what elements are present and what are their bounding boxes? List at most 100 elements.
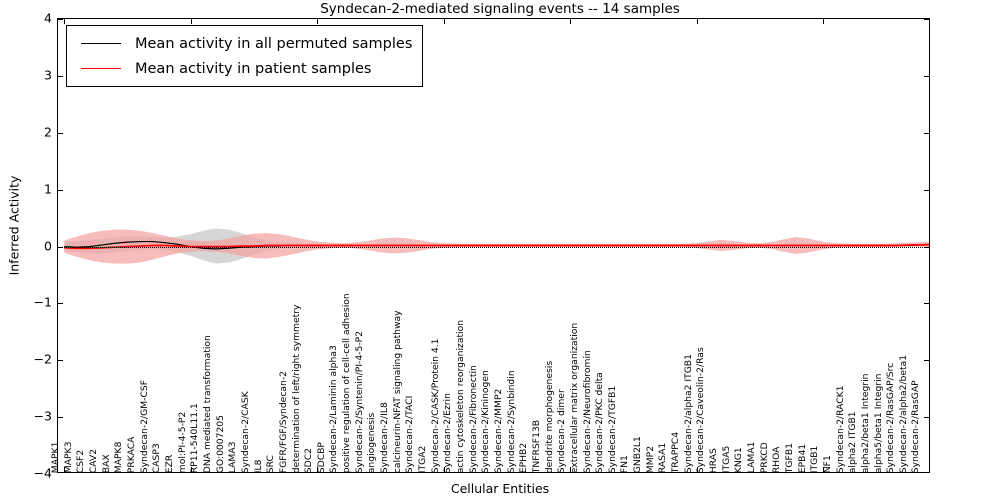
x-tick-label: Syndecan-2/Synbindin [505,370,517,473]
legend-item-permuted: Mean activity in all permuted samples [73,31,412,56]
x-tick-label: determination of left/right symmetry [290,304,302,473]
y-tick-label: 0 [44,238,52,253]
x-tick-mark [190,19,192,24]
x-tick-label: SRC [265,454,276,473]
legend-item-patient: Mean activity in patient samples [73,56,412,81]
x-tick-label: CSF2 [75,449,87,473]
x-tick-label: Syndecan-2/PKC delta [593,371,605,473]
x-tick-mark [696,19,698,24]
y-tick-mark [58,132,63,134]
x-tick-label: FGFR/FGF/Syndecan-2 [277,370,289,473]
x-tick-label: EZR [163,454,175,473]
y-axis-title: Inferred Activity [6,175,22,276]
x-tick-label: mol:PI-4-5-P2 [176,411,188,474]
y-tick-label: 2 [44,124,52,140]
legend: Mean activity in all permuted samples Me… [66,25,424,87]
x-tick-label: EPB41 [796,443,808,473]
x-tick-label: calcineurin-NFAT signaling pathway [391,310,403,473]
y-tick-mark [58,417,63,419]
x-tick-label: Syndecan-2/alpha2 ITGB1 [682,353,694,473]
x-tick-label: RP11-540L11.1 [189,402,201,473]
x-tick-label: DNA mediated transformation [201,334,213,473]
x-tick-label: Syndecan-2/IL8 [378,401,390,473]
x-tick-label: Syndecan-2/TGFB1 [606,385,618,473]
x-tick-label: GO:0007205 [214,414,226,473]
x-tick-label: Syndecan-2/RACK1 [834,385,846,473]
plot-area: Mean activity in all permuted samples Me… [57,18,930,473]
x-tick-label: TNFRSF13B [530,419,542,473]
x-tick-label: extracellular matrix organization [568,322,580,473]
x-tick-label: CAV2 [87,448,99,473]
x-tick-label: Syndecan-2/Kininogen [480,369,492,473]
x-tick-label: Syndecan-2/RasGAP/Src [884,362,896,473]
x-tick-label: HRAS [707,447,719,473]
x-tick-label: LAMA1 [745,441,757,473]
y-tick-mark [924,132,929,134]
x-tick-label: LAMA3 [227,441,239,473]
y-tick-label: 1 [44,181,52,197]
x-tick-label: Syndecan-2/CASK [239,391,251,473]
x-tick-label: MAPK1 [49,441,61,473]
x-tick-label: Syndecan-2/MMP2 [492,388,504,473]
x-tick-mark [64,19,66,24]
x-tick-label: SDC2 [302,447,314,473]
x-tick-mark [64,467,66,472]
x-tick-mark [317,19,319,24]
x-tick-label: Syndecan-2/RasGAP [910,380,922,473]
x-tick-label: Syndecan-2/Neurofibromin [581,349,593,473]
x-tick-label: RHOA [771,446,783,473]
y-tick-label: 3 [44,67,52,83]
y-tick-mark [924,19,929,20]
x-tick-label: ITGA2 [416,445,428,473]
x-tick-label: NF1 [821,454,833,473]
y-tick-label: −3 [33,408,52,424]
y-tick-mark [924,189,929,191]
x-tick-label: alpha2 ITGB1 [847,411,858,473]
legend-label-patient: Mean activity in patient samples [135,60,372,77]
x-tick-label: EPHB2 [518,442,530,473]
x-tick-label: MAPK8 [113,441,125,473]
x-tick-mark [823,467,825,472]
x-tick-label: Syndecan-2/CASK/Protein 4.1 [429,338,441,473]
x-tick-label: PRKCD [758,442,770,473]
x-tick-label: ITGA5 [720,445,732,473]
x-tick-label: Syndecan-2/Laminin alpha3 [328,344,340,473]
x-tick-mark [696,467,698,472]
x-tick-label: BAX [100,454,112,473]
x-tick-label: Syndecan-2 dimer [556,389,567,473]
x-tick-label: KNG1 [733,447,745,473]
x-tick-label: GNB2L1 [631,435,643,473]
y-tick-mark [924,303,929,305]
x-tick-label: alpha2/beta1 Integrin [859,373,871,473]
x-tick-mark [570,19,572,24]
y-tick-label: −4 [33,465,52,481]
x-tick-label: alpha5/beta1 Integrin [872,373,884,473]
y-tick-mark [58,303,63,305]
y-tick-mark [58,75,63,77]
x-axis-title: Cellular Entities [450,481,550,496]
x-tick-label: Syndecan-2/Fibronectin [467,364,479,473]
x-tick-label: MAPK3 [62,441,74,473]
x-tick-label: ITGB1 [809,445,821,473]
y-tick-mark [924,246,929,248]
y-tick-mark [58,189,63,191]
x-tick-mark [570,467,572,472]
x-tick-mark [443,467,445,472]
y-tick-mark [924,75,929,77]
x-tick-label: Syndecan-2/GM-CSF [138,379,150,473]
legend-label-permuted: Mean activity in all permuted samples [135,35,413,52]
y-tick-mark [58,360,63,362]
x-tick-label: Syndecan-2/TACI [404,395,416,473]
x-tick-mark [823,19,825,24]
x-tick-label: CASP3 [151,443,163,473]
y-tick-label: −1 [33,294,52,310]
x-tick-label: TGFB1 [783,442,795,473]
x-tick-label: PRKACA [125,436,137,473]
x-tick-label: SDCBP [315,441,327,473]
x-tick-mark [317,467,319,472]
zero-reference-line [58,246,929,248]
x-tick-label: MMP2 [644,445,656,473]
x-tick-mark [443,19,445,24]
legend-line-patient [81,68,121,69]
